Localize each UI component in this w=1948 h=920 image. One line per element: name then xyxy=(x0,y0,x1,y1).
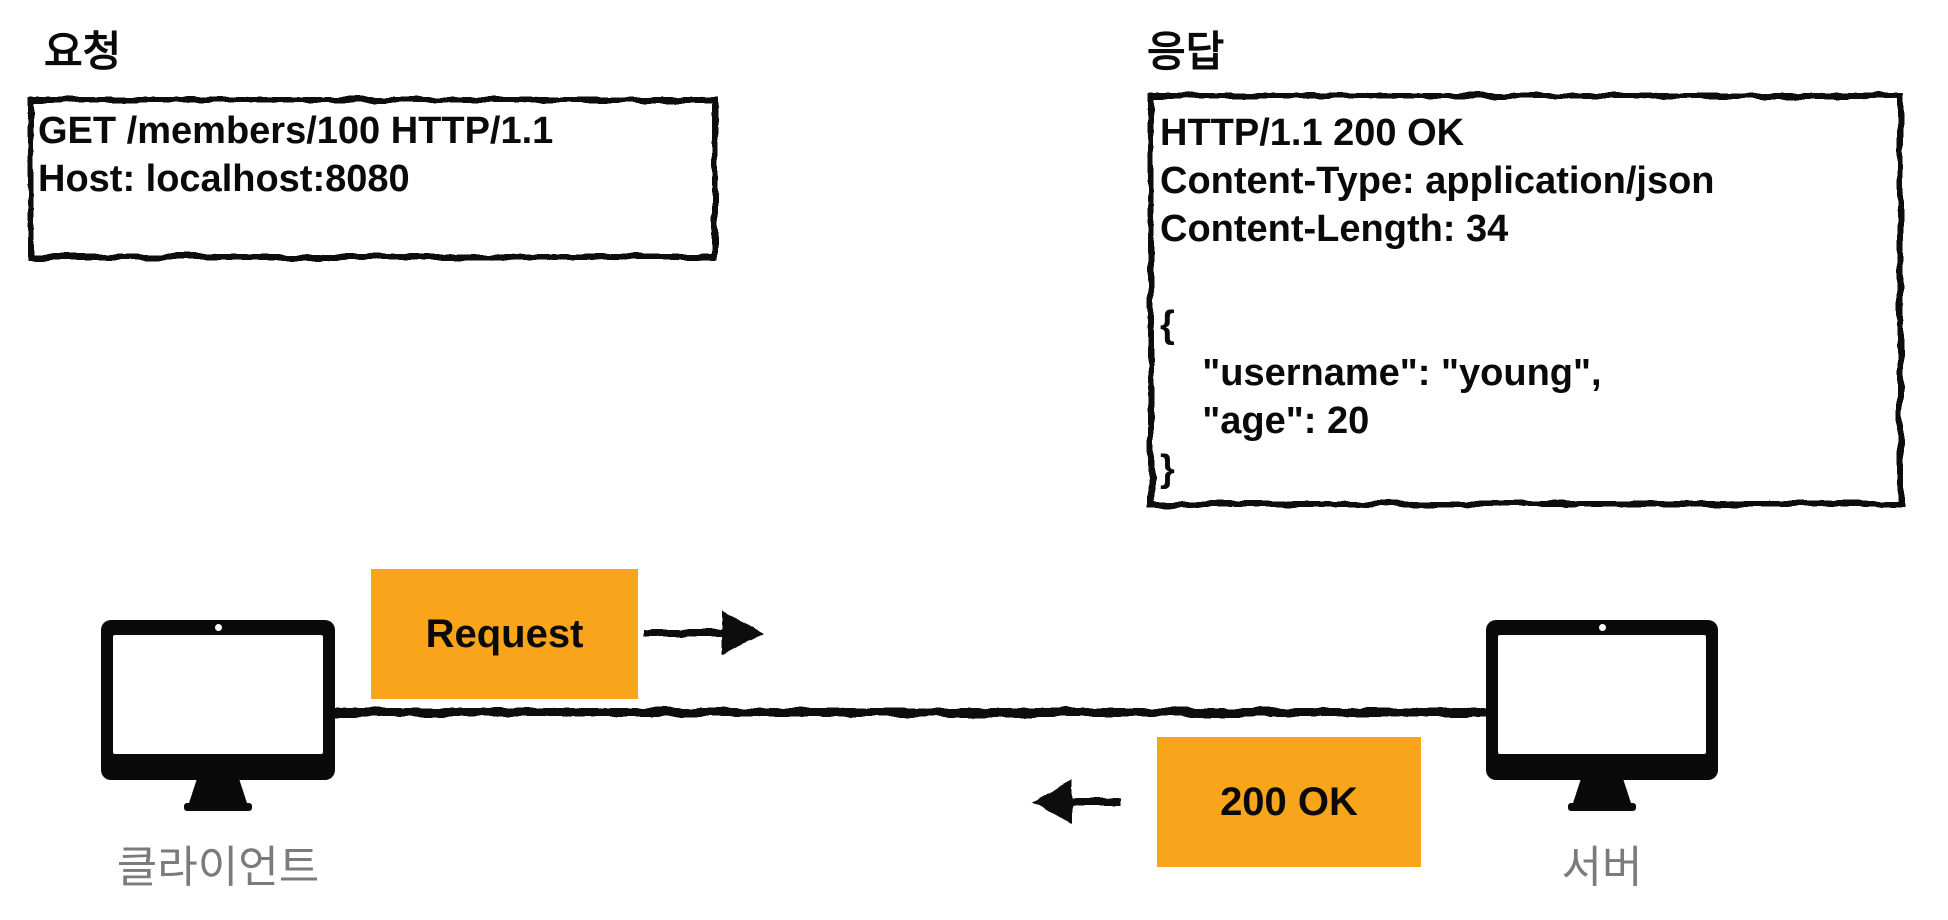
monitor-stand xyxy=(189,780,247,803)
monitor-frame xyxy=(101,620,335,780)
response-title: 응답 xyxy=(1147,28,1225,75)
monitor-base xyxy=(184,803,252,811)
server-monitor-icon xyxy=(1486,620,1718,811)
camera-dot-icon xyxy=(1598,624,1606,631)
code-line: "age": 20 xyxy=(1160,400,1370,442)
request-flow-label: Request xyxy=(425,611,584,656)
client-label: 클라이언트 xyxy=(116,843,320,892)
network-line xyxy=(335,708,1486,717)
code-line: Content-Type: application/json xyxy=(1160,160,1715,202)
code-line: Host: localhost:8080 xyxy=(38,158,410,200)
monitor-screen xyxy=(1498,635,1706,754)
request-box-border xyxy=(28,97,718,260)
server-label: 서버 xyxy=(1561,843,1643,892)
monitor-screen xyxy=(113,635,323,754)
code-line: HTTP/1.1 200 OK xyxy=(1160,112,1465,154)
code-line: } xyxy=(1160,448,1175,490)
monitor-frame xyxy=(1486,620,1718,780)
code-line: { xyxy=(1160,304,1175,346)
code-line: "username": "young", xyxy=(1160,352,1602,394)
response-flow-box: 200 OK xyxy=(1157,737,1421,867)
code-line: Content-Length: 34 xyxy=(1160,208,1509,250)
camera-dot-icon xyxy=(214,624,222,631)
response-box-border xyxy=(1148,93,1903,507)
request-arrow-icon xyxy=(644,610,764,656)
response-message-box: HTTP/1.1 200 OK Content-Type: application… xyxy=(1148,93,1903,507)
response-message-lines: HTTP/1.1 200 OK Content-Type: application… xyxy=(1148,93,1903,493)
monitor-stand xyxy=(1573,780,1631,803)
monitor-base xyxy=(1568,803,1636,811)
request-title: 요청 xyxy=(44,28,122,75)
code-line: GET /members/100 HTTP/1.1 xyxy=(38,110,554,152)
response-arrow-icon xyxy=(1032,780,1122,824)
response-flow-label: 200 OK xyxy=(1220,779,1358,824)
client-monitor-icon xyxy=(101,620,335,811)
code-line xyxy=(1160,253,1893,301)
request-flow-box: Request xyxy=(371,569,638,699)
